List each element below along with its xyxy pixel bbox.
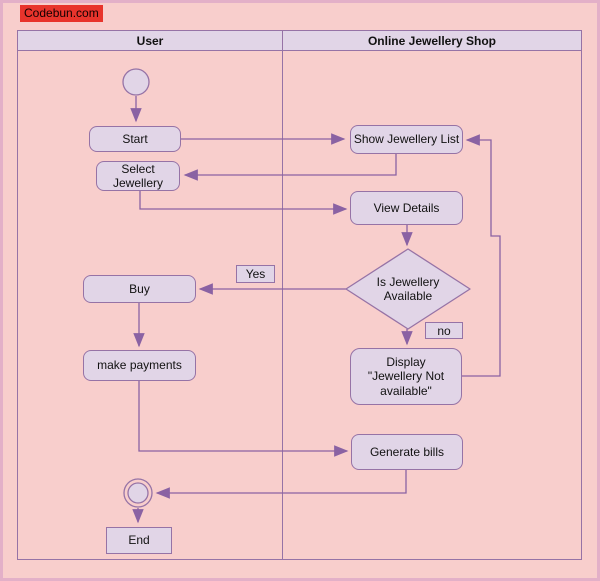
node-view-details: View Details: [350, 191, 463, 225]
decision-label: Is Jewellery Available: [376, 275, 440, 304]
node-make-payments: make payments: [83, 350, 196, 381]
node-start: Start: [89, 126, 181, 152]
swimlane-header: User Online Jewellery Shop: [18, 31, 581, 51]
node-buy: Buy: [83, 275, 196, 303]
watermark-label: Codebun.com: [20, 5, 103, 22]
lane-separator: [282, 51, 283, 559]
node-show-jewellery-list: Show Jewellery List: [350, 125, 463, 154]
node-generate-bills: Generate bills: [351, 434, 463, 470]
node-end: End: [106, 527, 172, 554]
lane-title-shop: Online Jewellery Shop: [367, 33, 497, 48]
lane-title-user: User: [18, 31, 283, 50]
node-display-unavailable: Display "Jewellery Not available": [350, 348, 462, 405]
edge-label-no: no: [425, 322, 463, 339]
swimlane-pool: User Online Jewellery Shop: [17, 30, 582, 560]
edge-label-yes: Yes: [236, 265, 275, 283]
node-select-jewellery: Select Jewellery: [96, 161, 180, 191]
